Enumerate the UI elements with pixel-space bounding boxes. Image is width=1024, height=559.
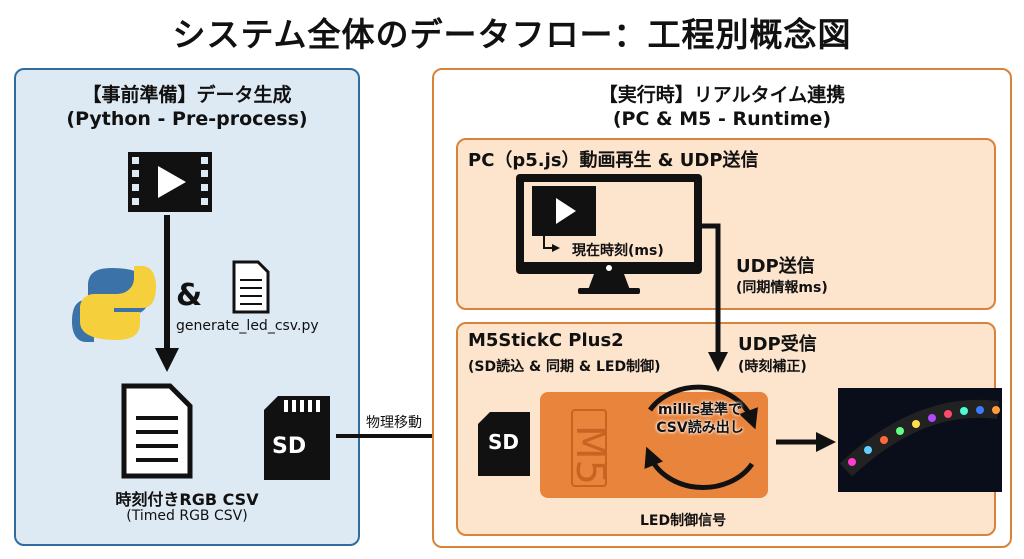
loop-label-2: CSV読み出し bbox=[656, 420, 744, 436]
sd-card-label: SD bbox=[272, 434, 307, 459]
output-label: 時刻付きRGB CSV bbox=[115, 490, 259, 509]
preprocess-heading: 【事前準備】データ生成 bbox=[82, 84, 292, 106]
udp-send-label: UDP送信 bbox=[736, 256, 815, 277]
m5-logo-frame bbox=[571, 409, 607, 487]
udp-send-arrow bbox=[702, 223, 728, 372]
transfer-label: 物理移動 bbox=[366, 415, 422, 431]
loop-arrows-icon bbox=[644, 384, 758, 490]
monitor-icon bbox=[516, 174, 702, 294]
video-film-icon bbox=[128, 152, 212, 212]
loop-label-1: millis基準で bbox=[657, 402, 743, 418]
pc-title: PC（p5.js）動画再生 & UDP送信 bbox=[468, 150, 759, 171]
output-sublabel: (Timed RGB CSV) bbox=[126, 508, 248, 524]
m5-sd-label: SD bbox=[488, 430, 520, 454]
sd-card-icon-m5 bbox=[478, 412, 530, 476]
time-pointer-arrow bbox=[543, 236, 560, 252]
udp-recv-sublabel: (時刻補正) bbox=[738, 359, 807, 375]
preprocess-subheading: (Python - Pre-process) bbox=[66, 108, 308, 130]
amp-symbol: & bbox=[176, 278, 203, 313]
udp-send-sublabel: (同期情報ms) bbox=[736, 280, 828, 296]
page-title: システム全体のデータフロー：工程別概念図 bbox=[172, 15, 852, 54]
m5-subtitle: (SD読込 & 同期 & LED制御) bbox=[468, 359, 661, 375]
runtime-heading: 【実行時】リアルタイム連携 bbox=[598, 84, 846, 106]
udp-recv-label: UDP受信 bbox=[738, 334, 817, 355]
sd-card-icon bbox=[264, 396, 330, 480]
script-file-icon bbox=[232, 260, 270, 314]
m5-logo: M5 bbox=[566, 425, 613, 485]
led-signal-label: LED制御信号 bbox=[640, 513, 727, 529]
script-filename: generate_led_csv.py bbox=[176, 318, 319, 334]
runtime-subheading: (PC & M5 - Runtime) bbox=[612, 108, 832, 130]
current-time-label: 現在時刻(ms) bbox=[572, 243, 664, 259]
m5-title: M5StickC Plus2 bbox=[468, 330, 624, 351]
led-strip-image bbox=[838, 388, 1002, 492]
python-logo-icon bbox=[72, 266, 156, 342]
csv-file-icon bbox=[121, 383, 193, 479]
